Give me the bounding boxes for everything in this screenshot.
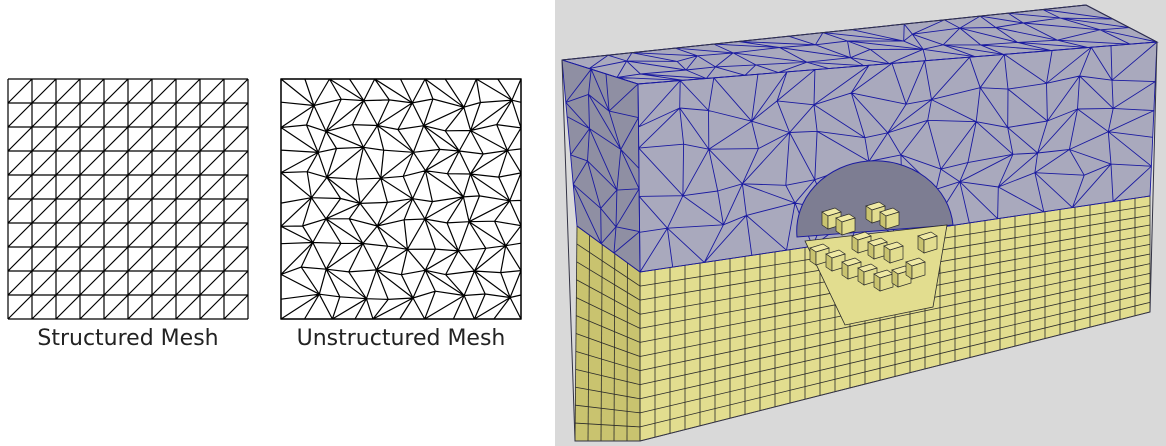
structured-mesh-grid <box>7 78 249 320</box>
unstructured-mesh-caption: Unstructured Mesh <box>296 326 506 351</box>
structured-mesh-lines <box>7 78 249 320</box>
unstructured-mesh-lines <box>280 78 522 320</box>
hybrid-mesh-block <box>561 4 1159 442</box>
tet-front-face <box>638 42 1157 272</box>
unstructured-mesh-border <box>280 78 522 320</box>
unstructured-mesh-grid <box>280 78 522 320</box>
hex-front-grid <box>639 195 1151 442</box>
hybrid-mesh-viewport <box>555 0 1166 446</box>
structured-mesh-caption: Structured Mesh <box>37 326 219 351</box>
tet-side-mesh <box>561 59 641 273</box>
block-outline <box>561 4 1158 442</box>
mesh-comparison-panel: Structured Mesh Unstructured Mesh <box>0 0 555 446</box>
hex-side-face <box>575 226 640 441</box>
cavity-hex-steps <box>809 201 938 292</box>
